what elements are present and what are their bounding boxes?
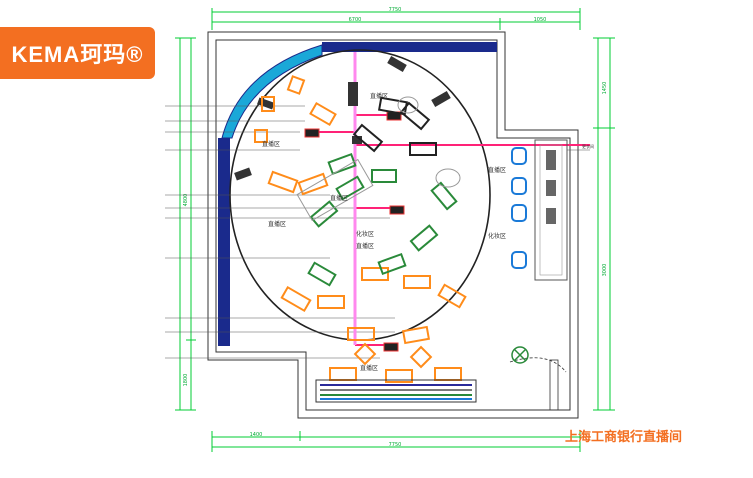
leader-lines	[165, 105, 395, 359]
zone-label-8: 直播区	[330, 194, 348, 202]
dim-top-right: 1050	[534, 17, 547, 23]
bottom-dimension-lines	[211, 431, 581, 452]
green-plant	[511, 346, 529, 364]
bench-stripes	[320, 384, 472, 400]
makeup-counter-inner	[539, 144, 563, 276]
door-leaf	[549, 359, 559, 411]
green-chairs	[307, 152, 458, 287]
dim-right-top: 1450	[602, 82, 608, 95]
zone-label-4: 化妆区	[488, 232, 506, 240]
dim-right-bottom: 3000	[602, 264, 608, 277]
dim-bottom-total: 7750	[389, 442, 402, 448]
dim-top-left: 6700	[349, 17, 362, 23]
bottom-bench	[315, 379, 477, 403]
dim-top-total: 7750	[389, 7, 402, 13]
zone-label-3: 直播区	[488, 166, 506, 174]
right-dimension-lines	[593, 37, 615, 411]
logo-text: KEMA珂玛®	[11, 42, 144, 67]
zone-label-7: 直播区	[360, 364, 378, 372]
gray-furniture	[296, 96, 461, 222]
dim-bottom-left: 1400	[250, 432, 263, 438]
dim-left-total: 4800	[183, 194, 189, 207]
zone-label-5: 化妆区	[356, 230, 374, 238]
zone-label-2: 直播区	[262, 140, 280, 148]
kema-logo: KEMA珂玛®	[0, 27, 155, 79]
door-swing	[509, 357, 567, 373]
curved-blue-wall	[221, 44, 323, 139]
makeup-counter	[534, 139, 568, 281]
zone-label-1: 直播区	[370, 92, 388, 100]
dim-left-bottom: 1800	[183, 374, 189, 387]
left-dimension-lines	[175, 37, 196, 411]
mirror-shelves	[546, 150, 556, 224]
page-caption: 上海工商银行直播间	[565, 430, 683, 445]
outer-walls	[207, 31, 579, 419]
zone-label-9: 直播区	[268, 220, 286, 228]
blue-wall-left	[218, 138, 230, 346]
zone-label-6: 直播区	[356, 242, 374, 250]
top-dimension-lines	[211, 8, 581, 30]
counter-note: 更衣间	[582, 143, 594, 149]
orange-chairs	[254, 75, 467, 383]
blue-wall-top	[322, 42, 497, 52]
black-chairs	[352, 96, 437, 156]
makeup-chairs	[511, 147, 527, 269]
